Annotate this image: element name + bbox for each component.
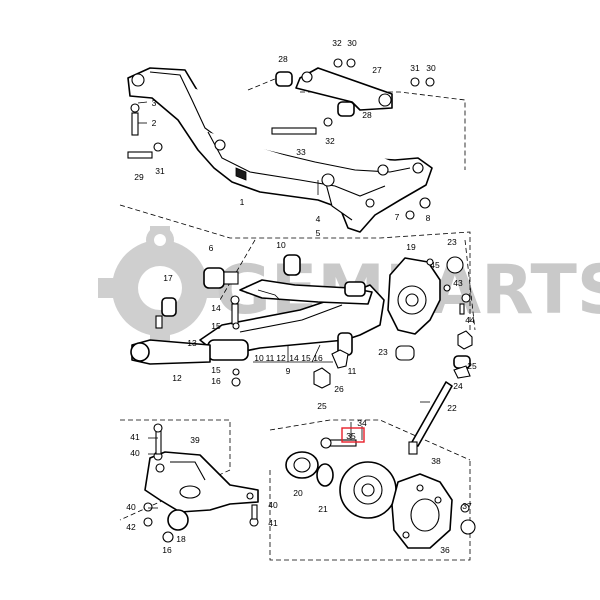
callout-7: 7 bbox=[395, 212, 400, 222]
mount-part-39 bbox=[143, 423, 259, 543]
callout-9: 9 bbox=[286, 366, 291, 376]
callout-31: 31 bbox=[410, 63, 420, 73]
callout-11: 11 bbox=[348, 366, 357, 376]
callout-40: 40 bbox=[126, 502, 136, 512]
callout-15: 15 bbox=[211, 365, 221, 375]
callout-23: 23 bbox=[378, 347, 388, 357]
callout-6: 6 bbox=[209, 243, 214, 253]
callout-10: 10 bbox=[276, 240, 286, 250]
link-part-27 bbox=[295, 67, 393, 111]
callout-2: 2 bbox=[152, 118, 157, 128]
highlight-box bbox=[341, 427, 365, 443]
callout-16: 16 bbox=[211, 376, 221, 386]
callout-4: 4 bbox=[316, 214, 321, 224]
callout-12: 12 bbox=[276, 353, 286, 363]
callout-28: 28 bbox=[278, 54, 288, 64]
crossmember-part-1 bbox=[127, 67, 433, 233]
callout-3: 3 bbox=[152, 98, 157, 108]
callout-16: 16 bbox=[313, 353, 323, 363]
knuckle-part-19 bbox=[387, 256, 471, 361]
callout-31: 31 bbox=[155, 166, 165, 176]
callout-21: 21 bbox=[318, 504, 328, 514]
callout-32: 32 bbox=[332, 38, 342, 48]
callout-32: 32 bbox=[325, 136, 335, 146]
watermark-gear-icon-small bbox=[146, 226, 174, 254]
callout-15: 15 bbox=[301, 353, 311, 363]
callout-14: 14 bbox=[289, 353, 299, 363]
callout-19: 19 bbox=[406, 242, 416, 252]
shaft-part-22 bbox=[313, 330, 473, 455]
callout-37: 37 bbox=[462, 501, 472, 511]
callout-10: 10 bbox=[254, 353, 264, 363]
callout-15: 15 bbox=[211, 321, 221, 331]
callout-1: 1 bbox=[240, 197, 245, 207]
callout-24: 24 bbox=[453, 381, 463, 391]
callout-20: 20 bbox=[293, 488, 303, 498]
fasteners-top bbox=[127, 58, 435, 220]
callout-11: 11 bbox=[266, 353, 275, 363]
callout-44: 44 bbox=[465, 315, 475, 325]
callout-34: 34 bbox=[357, 418, 367, 428]
bushing-part-28 bbox=[275, 71, 355, 117]
callout-8: 8 bbox=[426, 213, 431, 223]
callout-labels: 28 32 30 27 31 30 3 2 28 33 32 29 31 1 7… bbox=[126, 38, 477, 555]
callout-33: 33 bbox=[296, 147, 306, 157]
callout-26: 26 bbox=[334, 384, 344, 394]
link-part-12 bbox=[130, 295, 241, 387]
callout-43: 43 bbox=[453, 278, 463, 288]
disc-part-38 bbox=[391, 473, 476, 549]
callout-23: 23 bbox=[447, 237, 457, 247]
callout-36: 36 bbox=[440, 545, 450, 555]
callout-41: 41 bbox=[268, 518, 278, 528]
callout-41: 41 bbox=[130, 432, 140, 442]
arm-part-9 bbox=[199, 254, 385, 361]
callout-27: 27 bbox=[372, 65, 382, 75]
callout-12: 12 bbox=[172, 373, 182, 383]
callout-17: 17 bbox=[163, 273, 173, 283]
callout-22: 22 bbox=[447, 403, 457, 413]
callout-39: 39 bbox=[190, 435, 200, 445]
callout-18: 18 bbox=[176, 534, 186, 544]
callout-25: 25 bbox=[317, 401, 327, 411]
callout-40: 40 bbox=[130, 448, 140, 458]
callout-29: 29 bbox=[134, 172, 144, 182]
callout-13: 13 bbox=[187, 338, 197, 348]
callout-14: 14 bbox=[211, 303, 221, 313]
callout-40: 40 bbox=[268, 500, 278, 510]
callout-28: 28 bbox=[362, 110, 372, 120]
callout-30: 30 bbox=[347, 38, 357, 48]
callout-25: 25 bbox=[467, 361, 477, 371]
hub-part-34 bbox=[285, 437, 397, 519]
callout-35: 35 bbox=[346, 431, 356, 441]
callout-16: 16 bbox=[162, 545, 172, 555]
callout-45: 45 bbox=[430, 260, 440, 270]
callout-38: 38 bbox=[431, 456, 441, 466]
callout-42: 42 bbox=[126, 522, 136, 532]
callout-30: 30 bbox=[426, 63, 436, 73]
callout-5: 5 bbox=[316, 228, 321, 238]
